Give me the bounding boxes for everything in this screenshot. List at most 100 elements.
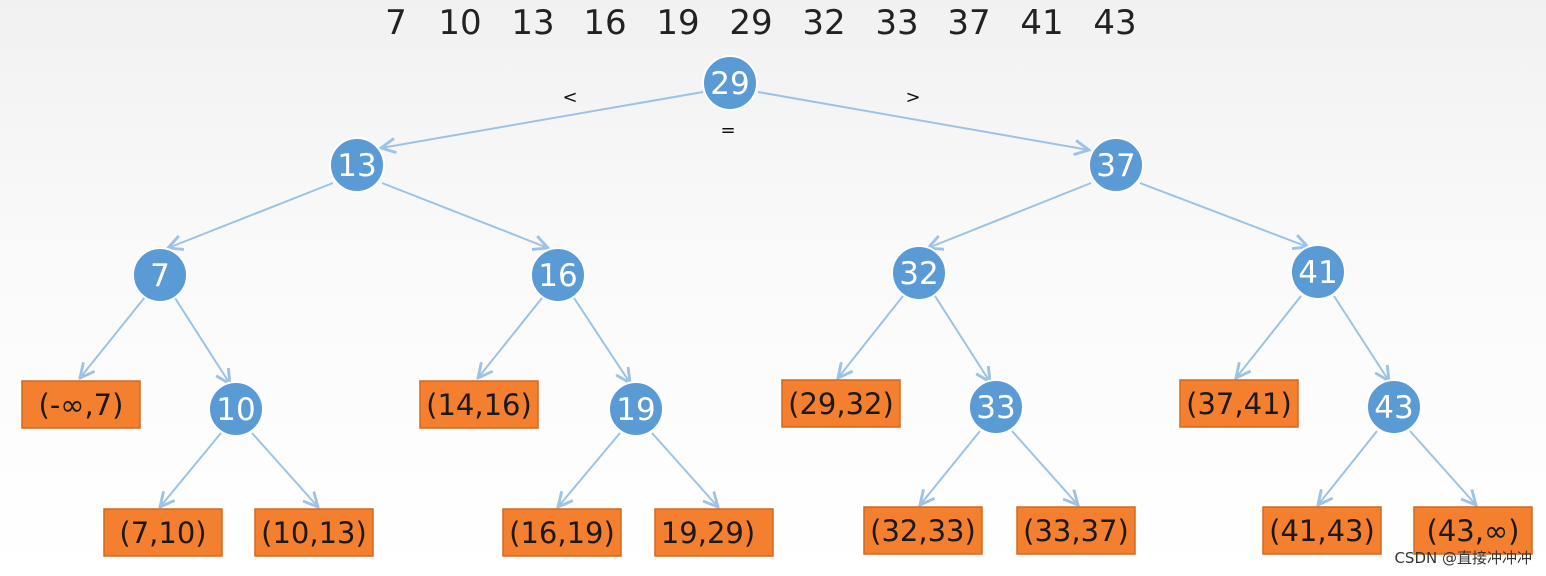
edge-19-leaf-left	[558, 432, 621, 507]
tree-node-43: 43	[1366, 379, 1422, 435]
node-circle	[608, 381, 664, 437]
edge-33-leaf-right	[1011, 430, 1078, 505]
tree-node-7: 7	[132, 247, 188, 303]
leaf-interval: (16,19)	[502, 508, 622, 557]
leaf-label: 19,29)	[661, 516, 755, 550]
leaf-label: (41,43)	[1269, 514, 1375, 548]
leaf-box	[21, 380, 141, 429]
edge-16-leaf	[478, 297, 543, 378]
tree-node-37: 37	[1088, 137, 1144, 193]
edge-13-16	[381, 182, 548, 248]
less-than-symbol: <	[562, 87, 577, 108]
edge-29-37	[757, 91, 1089, 150]
equal-symbol: =	[720, 120, 735, 141]
leaf-interval: (-∞,7)	[21, 380, 141, 429]
leaf-interval: (32,33)	[863, 506, 983, 555]
leaf-interval: (37,41)	[1179, 379, 1299, 428]
edge-7-10	[174, 297, 230, 384]
leaf-box	[254, 508, 374, 557]
leaf-label: (16,19)	[509, 516, 615, 550]
edge-10-leaf-right	[251, 432, 318, 507]
tree-node-16: 16	[530, 247, 586, 303]
edge-33-leaf-left	[920, 430, 981, 505]
node-circle	[702, 55, 758, 111]
seq-key: 29	[729, 3, 772, 43]
leaf-box	[1413, 506, 1533, 555]
seq-key: 19	[656, 3, 699, 43]
leaf-interval: (43,∞)	[1413, 506, 1533, 555]
seq-key: 32	[802, 3, 845, 43]
leaf-box	[1262, 506, 1382, 555]
seq-key: 41	[1020, 3, 1063, 43]
node-circle	[208, 381, 264, 437]
watermark: CSDN @直接冲冲冲	[1394, 549, 1532, 567]
node-label: 19	[616, 392, 655, 428]
leaf-box	[1016, 506, 1136, 555]
tree-node-33: 33	[968, 379, 1024, 435]
tree-node-32: 32	[891, 245, 947, 301]
node-label: 32	[899, 256, 938, 292]
leaf-box	[654, 508, 774, 557]
edge-13-7	[168, 182, 334, 248]
seq-key: 16	[583, 3, 626, 43]
seq-key: 7	[385, 3, 407, 43]
leaf-box	[103, 508, 223, 557]
node-label: 37	[1096, 148, 1135, 184]
seq-key: 33	[875, 3, 918, 43]
node-label: 10	[216, 392, 255, 428]
node-label: 7	[150, 258, 170, 294]
seq-key: 10	[438, 3, 481, 43]
key-sequence: 7 10 13 16 19 29 32 33 37 41 43	[385, 3, 1136, 43]
leaf-box	[863, 506, 983, 555]
leaf-interval: (10,13)	[254, 508, 374, 557]
edge-10-leaf-left	[160, 432, 222, 507]
edge-7-leaf	[80, 296, 146, 378]
node-circle	[1088, 137, 1144, 193]
edge-41-leaf	[1236, 295, 1302, 378]
seq-key: 43	[1093, 3, 1136, 43]
edge-32-33	[934, 295, 990, 382]
node-circle	[1290, 244, 1346, 300]
greater-than-symbol: >	[905, 87, 920, 108]
leaf-label: (43,∞)	[1427, 514, 1520, 548]
leaf-interval: 19,29)	[654, 508, 774, 557]
edge-19-leaf-right	[651, 432, 718, 507]
node-circle	[530, 247, 586, 303]
leaf-label: (37,41)	[1186, 387, 1292, 421]
node-circle	[891, 245, 947, 301]
leaf-box	[419, 380, 539, 429]
edge-43-leaf-left	[1318, 430, 1378, 505]
edge-37-32	[928, 182, 1092, 248]
node-circle	[968, 379, 1024, 435]
node-circle	[1366, 379, 1422, 435]
leaf-label: (29,32)	[788, 387, 894, 421]
leaf-label: (7,10)	[119, 516, 206, 550]
edge-32-leaf	[838, 295, 904, 378]
leaf-interval: (33,37)	[1016, 506, 1136, 555]
node-label: 33	[976, 390, 1015, 426]
node-label: 43	[1374, 390, 1413, 426]
leaf-box	[1179, 379, 1299, 428]
tree-node-19: 19	[608, 381, 664, 437]
edge-37-41	[1139, 182, 1308, 247]
seq-key: 37	[947, 3, 990, 43]
node-label: 13	[337, 148, 376, 184]
leaf-label: (14,16)	[426, 388, 532, 422]
node-circle	[329, 137, 385, 193]
leaf-interval: (29,32)	[781, 379, 901, 428]
leaf-box	[502, 508, 622, 557]
leaf-label: (10,13)	[261, 516, 367, 550]
tree-node-41: 41	[1290, 244, 1346, 300]
edge-16-19	[573, 297, 630, 383]
seq-key: 13	[511, 3, 554, 43]
edges	[80, 91, 1476, 507]
node-circle	[132, 247, 188, 303]
tree-node-10: 10	[208, 381, 264, 437]
leaf-box	[781, 379, 901, 428]
leaf-interval: (41,43)	[1262, 506, 1382, 555]
node-label: 41	[1298, 255, 1337, 291]
edge-29-13	[381, 91, 704, 148]
tree-node-29: 29	[702, 55, 758, 111]
leaf-label: (-∞,7)	[39, 388, 124, 422]
